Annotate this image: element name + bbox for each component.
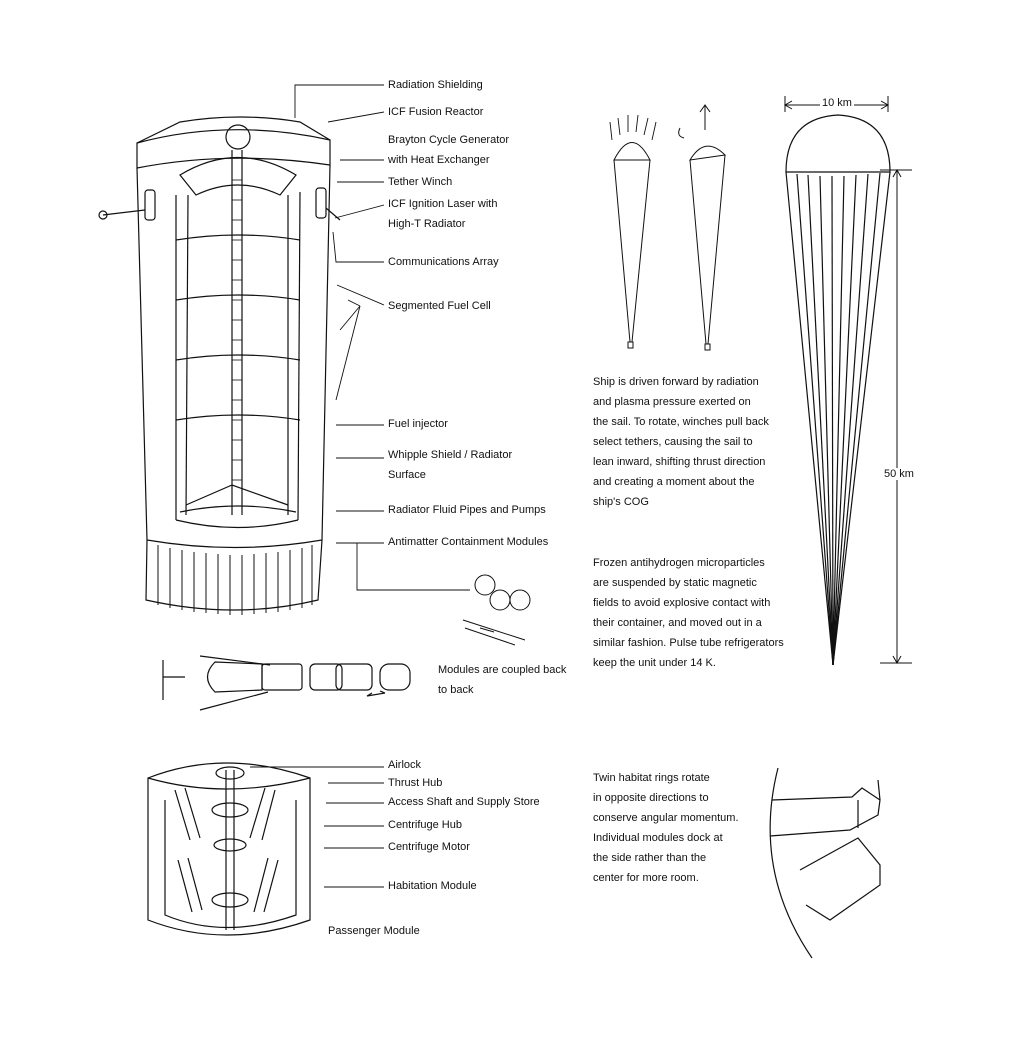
coupling-caption-line2: to back bbox=[438, 684, 474, 696]
label-airlock: Airlock bbox=[388, 759, 422, 771]
label-segmented-fuel-cell: Segmented Fuel Cell bbox=[388, 300, 491, 312]
antimatter-paragraph: Frozen antihydrogen microparticles are s… bbox=[593, 553, 784, 673]
label-antimatter-containment: Antimatter Containment Modules bbox=[388, 536, 549, 548]
module-coupling-sketch bbox=[162, 655, 411, 711]
habitat-line: Twin habitat rings rotate bbox=[593, 772, 710, 784]
sail-small-sketches bbox=[609, 104, 727, 351]
passenger-leader-lines bbox=[250, 766, 384, 888]
ship-cylinder-drawing bbox=[98, 116, 341, 615]
propulsion-line: the sail. To rotate, winches pull back bbox=[593, 416, 769, 428]
propulsion-line: Ship is driven forward by radiation bbox=[593, 376, 759, 388]
label-icf-fusion-reactor: ICF Fusion Reactor bbox=[388, 106, 484, 118]
habitat-line: Individual modules dock at bbox=[593, 832, 723, 844]
label-whipple-shield-line2: Surface bbox=[388, 469, 426, 481]
dimension-lines bbox=[783, 96, 912, 665]
habitat-line: center for more room. bbox=[593, 872, 699, 884]
label-brayton-generator-line2: with Heat Exchanger bbox=[388, 154, 490, 166]
label-passenger-module: Passenger Module bbox=[328, 925, 420, 937]
ship-leader-lines bbox=[294, 84, 470, 591]
antimatter-line: fields to avoid explosive contact with bbox=[593, 597, 771, 609]
label-fuel-injector: Fuel injector bbox=[388, 418, 448, 430]
passenger-module-drawing bbox=[147, 762, 311, 936]
sail-length-label: 50 km bbox=[882, 468, 916, 480]
label-communications-array: Communications Array bbox=[388, 256, 499, 268]
antimatter-module-sketch bbox=[462, 574, 531, 646]
propulsion-line: and plasma pressure exerted on bbox=[593, 396, 751, 408]
antimatter-line: their container, and moved out in a bbox=[593, 617, 762, 629]
label-tether-winch: Tether Winch bbox=[388, 176, 453, 188]
sail-width-label: 10 km bbox=[820, 97, 854, 109]
label-radiation-shielding: Radiation Shielding bbox=[388, 79, 483, 91]
antimatter-line: Frozen antihydrogen microparticles bbox=[593, 557, 765, 569]
habitat-line: conserve angular momentum. bbox=[593, 812, 739, 824]
label-icf-ignition-laser: ICF Ignition Laser with bbox=[388, 198, 498, 210]
antimatter-line: are suspended by static magnetic bbox=[593, 577, 757, 589]
coupling-caption-line1: Modules are coupled back bbox=[438, 664, 567, 676]
propulsion-line: select tethers, causing the sail to bbox=[593, 436, 753, 448]
antimatter-line: keep the unit under 14 K. bbox=[593, 657, 716, 669]
label-centrifuge-motor: Centrifuge Motor bbox=[388, 841, 470, 853]
propulsion-line: and creating a moment about the bbox=[593, 476, 755, 488]
label-habitation-module: Habitation Module bbox=[388, 880, 477, 892]
label-thrust-hub: Thrust Hub bbox=[388, 777, 443, 789]
label-access-shaft: Access Shaft and Supply Store bbox=[388, 796, 540, 808]
label-icf-ignition-laser-line2: High-T Radiator bbox=[388, 218, 466, 230]
sail-large-drawing bbox=[785, 114, 891, 666]
habitat-paragraph: Twin habitat rings rotate in opposite di… bbox=[593, 768, 739, 888]
ring-docking-sketch bbox=[769, 767, 881, 959]
propulsion-paragraph: Ship is driven forward by radiation and … bbox=[593, 372, 769, 512]
habitat-line: in opposite directions to bbox=[593, 792, 709, 804]
label-centrifuge-hub: Centrifuge Hub bbox=[388, 819, 462, 831]
propulsion-line: lean inward, shifting thrust direction bbox=[593, 456, 766, 468]
propulsion-line: ship's COG bbox=[593, 496, 649, 508]
antimatter-line: similar fashion. Pulse tube refrigerator… bbox=[593, 637, 784, 649]
label-whipple-shield: Whipple Shield / Radiator bbox=[388, 449, 513, 461]
habitat-line: the side rather than the bbox=[593, 852, 707, 864]
label-brayton-generator: Brayton Cycle Generator bbox=[388, 134, 510, 146]
label-radiator-fluid-pipes: Radiator Fluid Pipes and Pumps bbox=[388, 504, 546, 516]
